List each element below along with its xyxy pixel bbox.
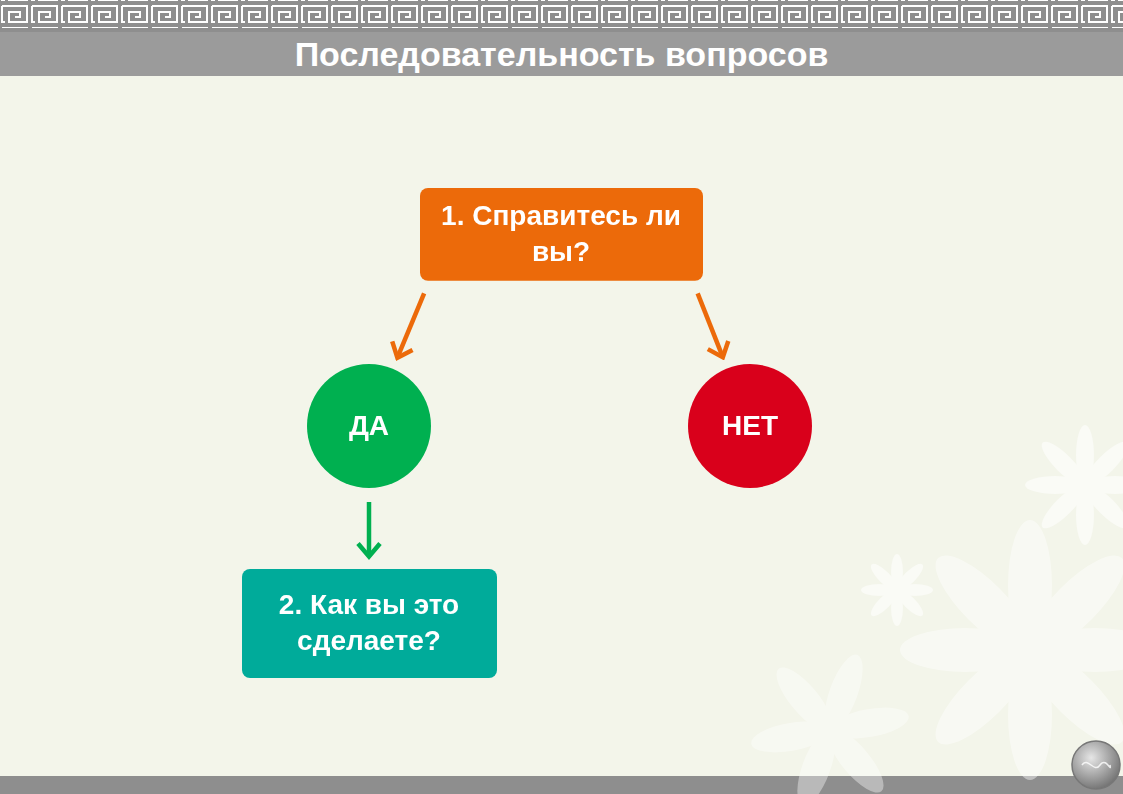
flow-arrow (397, 293, 424, 357)
meander-border (0, 0, 1123, 28)
bottom-bar (0, 776, 1123, 794)
question-box: 1. Справитесь ли вы? (420, 188, 703, 281)
answer-circle: ДА (307, 364, 431, 488)
top-strip (0, 0, 1123, 32)
flow-arrow (367, 502, 372, 557)
question-box: 2. Как вы это сделаете? (242, 569, 497, 678)
flow-arrow (698, 293, 723, 357)
flower-decoration (749, 425, 1123, 794)
node-label: НЕТ (722, 408, 778, 444)
node-label: 1. Справитесь ли вы? (435, 198, 688, 271)
node-shape (242, 569, 497, 678)
node-label: ДА (349, 408, 389, 444)
node-label: 2. Как вы это сделаете? (257, 587, 482, 660)
slide-title: Последовательность вопросов (295, 37, 829, 71)
title-bar: Последовательность вопросов (0, 32, 1123, 76)
answer-circle: НЕТ (688, 364, 812, 488)
logo-badge (1072, 741, 1120, 789)
